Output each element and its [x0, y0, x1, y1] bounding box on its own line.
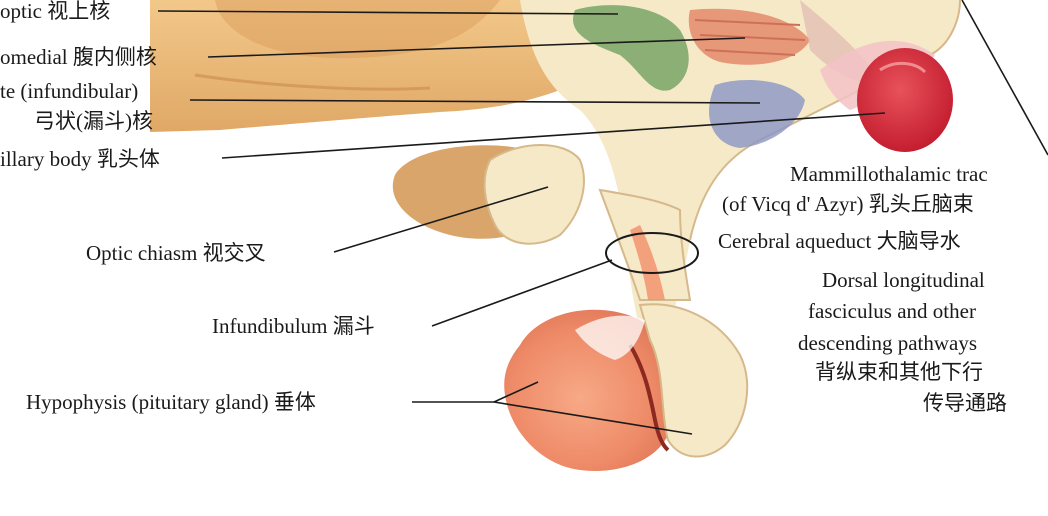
pituitary-cleft [628, 343, 670, 452]
optic-chiasm [483, 144, 585, 245]
label-ventromedial: omedial 腹内侧核 [0, 45, 157, 69]
label-mammillothalamic-2: (of Vicq d' Azyr) 乳头丘脑束 [722, 192, 974, 216]
arcuate-nucleus [709, 80, 805, 148]
tissue-edge [689, 0, 961, 241]
leader-ventromedial [207, 37, 746, 58]
label-arcuate-2: 弓状(漏斗)核 [34, 109, 153, 133]
label-cerebral-aqueduct: Cerebral aqueduct 大脑导水 [718, 229, 961, 253]
label-dorsal-4: 背纵束和其他下行 [815, 360, 983, 384]
thalamus-fold [215, 0, 500, 59]
leader-optic-chiasm [333, 186, 549, 253]
infundibulum-core [630, 225, 665, 300]
label-mammillary: illary body 乳头体 [0, 147, 160, 171]
label-supraoptic: optic 视上核 [0, 0, 110, 23]
supraoptic-nucleus [573, 5, 689, 91]
label-dorsal-1: Dorsal longitudinal [822, 268, 985, 292]
label-arcuate-1: te (infundibular) [0, 79, 138, 103]
label-dorsal-3: descending pathways [798, 331, 977, 355]
leader-hypophysis-3 [493, 401, 693, 435]
pituitary-posterior [638, 303, 749, 458]
leader-mammillary [221, 112, 886, 159]
thalamus-fold-2 [194, 73, 431, 91]
leader-mammillothalamic [961, 0, 1048, 156]
leader-lines [157, 0, 1048, 435]
label-mammillothalamic-1: Mammillothalamic trac [790, 162, 988, 186]
label-dorsal-2: fasciculus and other [808, 299, 976, 323]
leader-hypophysis-2 [493, 381, 539, 403]
cerebral-aqueduct-marker [605, 232, 699, 274]
label-infundibulum: Infundibulum 漏斗 [212, 314, 375, 338]
thalamus-region [150, 0, 640, 132]
leader-supraoptic [157, 10, 619, 15]
pars-tuberalis [575, 315, 645, 360]
leader-infundibulum [431, 259, 613, 327]
mammillary-body [857, 48, 953, 152]
label-optic-chiasm: Optic chiasm 视交叉 [86, 241, 266, 265]
label-hypophysis: Hypophysis (pituitary gland) 垂体 [26, 390, 316, 414]
ventromedial-nucleus [688, 8, 810, 65]
label-dorsal-5: 传导通路 [923, 391, 1007, 415]
leader-arcuate [189, 99, 761, 104]
